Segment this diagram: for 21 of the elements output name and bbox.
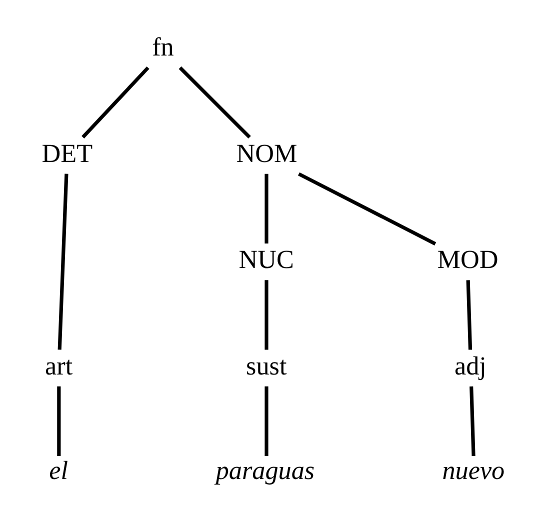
node-text: MOD: [437, 245, 498, 274]
node-text: adj: [454, 351, 486, 380]
connector: [298, 172, 436, 246]
connector: [57, 386, 61, 456]
node-text: NOM: [236, 138, 298, 168]
connector: [466, 280, 472, 350]
node-text: sust: [246, 351, 287, 380]
node-text: art: [45, 351, 73, 380]
connector: [264, 174, 268, 244]
connector: [264, 386, 268, 456]
node-text: DET: [42, 138, 93, 168]
node-text: paraguas: [216, 456, 315, 486]
connector: [58, 174, 68, 350]
connector: [264, 280, 268, 350]
connector: [470, 386, 476, 456]
connector: [178, 66, 251, 139]
connector: [82, 66, 150, 138]
node-text: nuevo: [442, 456, 505, 486]
node-text: fn: [152, 32, 174, 62]
node-text: NUC: [238, 245, 294, 274]
node-text: el: [49, 456, 68, 486]
